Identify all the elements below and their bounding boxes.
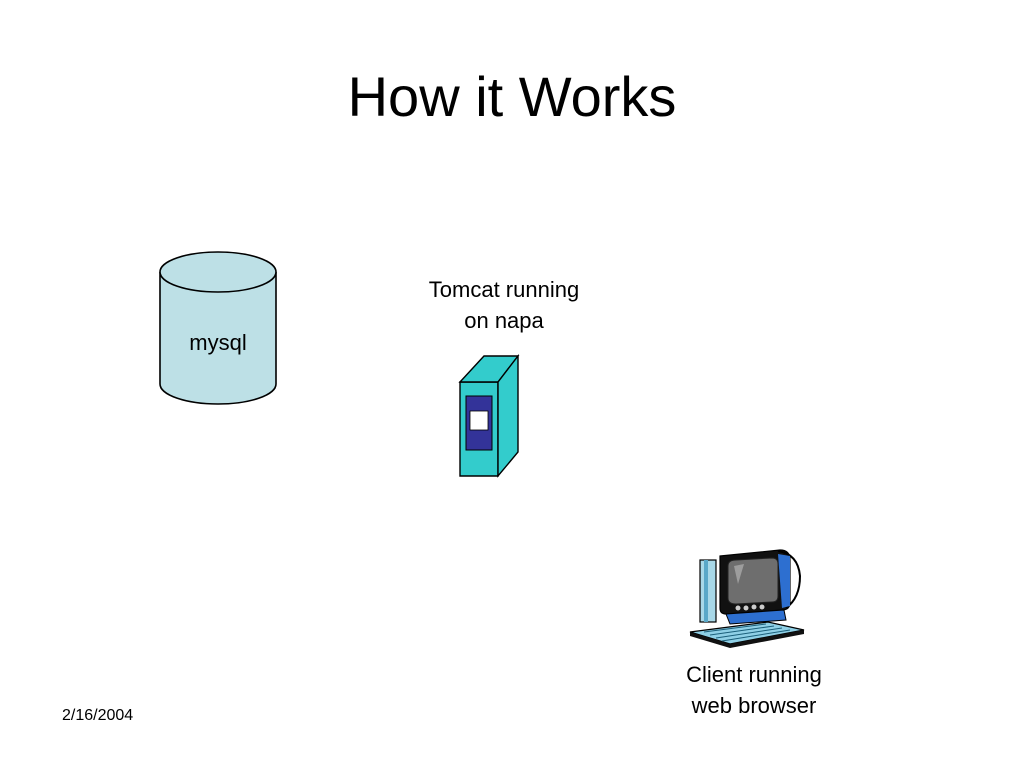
footer-date: 2/16/2004 <box>62 707 134 724</box>
server-caption: Tomcat running on napa <box>394 274 614 336</box>
client-caption-line2: web browser <box>691 693 817 718</box>
slide-title: How it Works <box>347 65 677 128</box>
client-caption-line1: Client running <box>686 662 822 687</box>
desktop-computer-icon <box>689 549 805 648</box>
server-caption-line1: Tomcat running <box>428 277 580 302</box>
client-computer-node <box>686 546 808 648</box>
mysql-database-node: mysql <box>158 250 278 406</box>
client-caption: Client running web browser <box>644 659 864 721</box>
database-label: mysql <box>189 330 247 355</box>
server-tower-icon <box>458 353 520 478</box>
tomcat-server-node <box>458 353 522 478</box>
database-cylinder-icon <box>159 251 277 405</box>
server-caption-line2: on napa <box>464 308 544 333</box>
